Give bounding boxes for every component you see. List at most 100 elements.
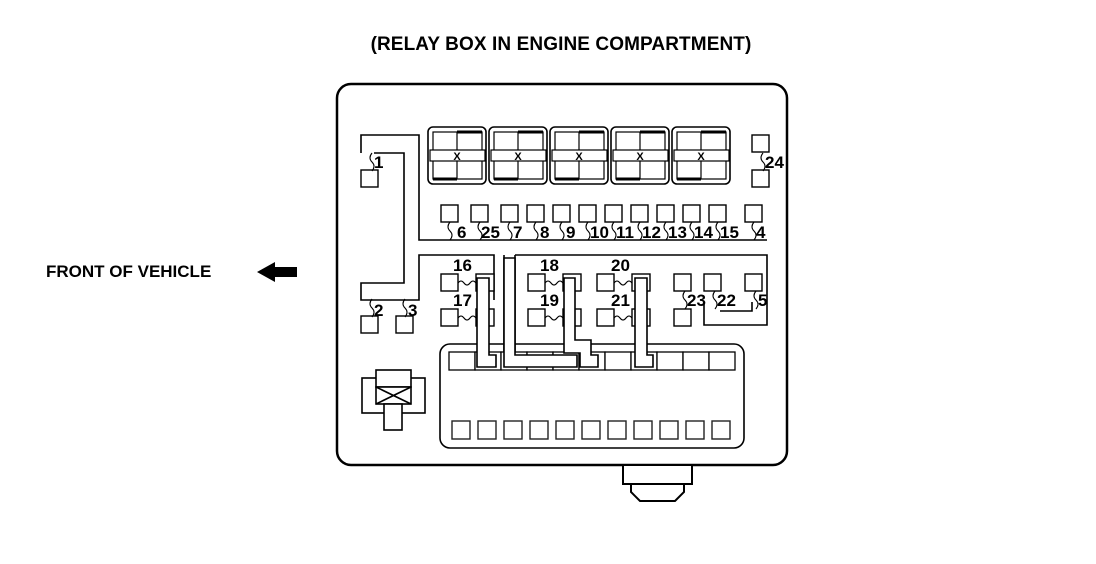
relay: X	[488, 126, 548, 185]
connector-label-9: 9	[566, 223, 575, 242]
connector-socket	[744, 204, 763, 223]
connector-label-13: 13	[668, 223, 687, 242]
fuse-slot-upper	[448, 351, 476, 371]
wire-squiggle	[613, 280, 633, 286]
connector-label-16: 16	[453, 256, 472, 275]
connector-label-5: 5	[758, 291, 767, 310]
connector-label-15: 15	[720, 223, 739, 242]
connector-socket	[470, 204, 489, 223]
connector-label-6: 6	[457, 223, 466, 242]
relay-coil-mark: X	[575, 151, 583, 163]
fuse-slot-lower	[685, 420, 705, 440]
fuse-slot-lower	[633, 420, 653, 440]
connector-label-14: 14	[694, 223, 713, 242]
relay-coil-mark: X	[453, 151, 461, 163]
fuse-slot-lower	[607, 420, 627, 440]
connector-label-11: 11	[616, 223, 634, 242]
relay-coil-band	[673, 149, 730, 162]
bottom-connector	[622, 464, 693, 502]
connector-socket	[744, 273, 763, 292]
connector-socket	[751, 134, 770, 153]
fuse-slot-lower	[503, 420, 523, 440]
connector-label-3: 3	[408, 301, 417, 320]
wire-squiggle	[682, 290, 688, 310]
connector-label-25: 25	[481, 223, 500, 242]
relay-coil-band	[551, 149, 608, 162]
front-of-vehicle-label: FRONT OF VEHICLE	[46, 262, 212, 281]
fuse-block-outline	[439, 343, 745, 449]
relay: X	[610, 126, 670, 185]
wire-squiggle	[753, 290, 759, 310]
connector-socket	[527, 273, 546, 292]
relay: X	[549, 126, 609, 185]
relay-coil-band	[429, 149, 486, 162]
wire-squiggle	[611, 221, 617, 241]
fusible-link	[361, 369, 426, 431]
connector-label-2: 2	[374, 301, 383, 320]
relay-coil-mark: X	[514, 151, 522, 163]
wire-squiggle	[559, 221, 565, 241]
connector-label-21: 21	[611, 291, 630, 310]
connector-label-8: 8	[540, 223, 549, 242]
connector-label-19: 19	[540, 291, 559, 310]
wire-squiggle	[760, 152, 766, 172]
wire-squiggle	[457, 315, 477, 321]
connector-label-10: 10	[590, 223, 609, 242]
wire-squiggle	[751, 221, 757, 241]
connector-socket	[440, 273, 459, 292]
fuse-slot-lower	[529, 420, 549, 440]
fuse-slot-lower	[451, 420, 471, 440]
wire-squiggle	[447, 221, 453, 241]
connector-socket	[604, 204, 623, 223]
relay: X	[671, 126, 731, 185]
connector-socket	[673, 308, 692, 327]
relay-coil-band	[612, 149, 669, 162]
connector-socket	[500, 204, 519, 223]
connector-socket	[708, 204, 727, 223]
wire-squiggle	[585, 221, 591, 241]
wire-squiggle	[613, 315, 633, 321]
connector-label-1: 1	[374, 153, 383, 172]
connector-socket	[360, 315, 379, 334]
wire-squiggle	[715, 221, 721, 241]
connector-socket	[703, 273, 722, 292]
connector-socket	[440, 204, 459, 223]
fuse-slot-upper	[682, 351, 710, 371]
wire-squiggle	[689, 221, 695, 241]
connector-label-4: 4	[756, 223, 766, 242]
connector-socket	[596, 273, 615, 292]
relay: X	[427, 126, 487, 185]
fuse-slot-lower	[555, 420, 575, 440]
wire-squiggle	[402, 298, 408, 318]
connector-socket	[360, 169, 379, 188]
connector-label-23: 23	[687, 291, 706, 310]
connector-label-24: 24	[765, 153, 784, 172]
connector-label-20: 20	[611, 256, 630, 275]
connector-socket	[682, 204, 701, 223]
fuse-slot-lower	[659, 420, 679, 440]
fuse-slot-lower	[711, 420, 731, 440]
diagram-title: (RELAY BOX IN ENGINE COMPARTMENT)	[370, 34, 752, 55]
connector-label-17: 17	[453, 291, 472, 310]
arrow-left-icon	[257, 262, 297, 282]
jumper-bars	[476, 257, 654, 368]
wire-squiggle	[544, 315, 564, 321]
connector-label-12: 12	[642, 223, 661, 242]
wire-squiggle	[457, 280, 477, 286]
wire-squiggle	[477, 221, 483, 241]
wire-squiggle	[544, 280, 564, 286]
wire-squiggle	[369, 298, 375, 318]
wire-squiggle	[369, 152, 375, 172]
connector-socket	[751, 169, 770, 188]
relay-coil-mark: X	[636, 151, 644, 163]
wire-squiggle	[663, 221, 669, 241]
relay-box-outline	[335, 82, 789, 467]
connector-label-22: 22	[717, 291, 736, 310]
connector-socket	[527, 308, 546, 327]
fuse-slot-lower	[477, 420, 497, 440]
connector-socket	[596, 308, 615, 327]
fuse-slot-upper	[708, 351, 736, 371]
connector-socket	[673, 273, 692, 292]
connector-socket	[656, 204, 675, 223]
